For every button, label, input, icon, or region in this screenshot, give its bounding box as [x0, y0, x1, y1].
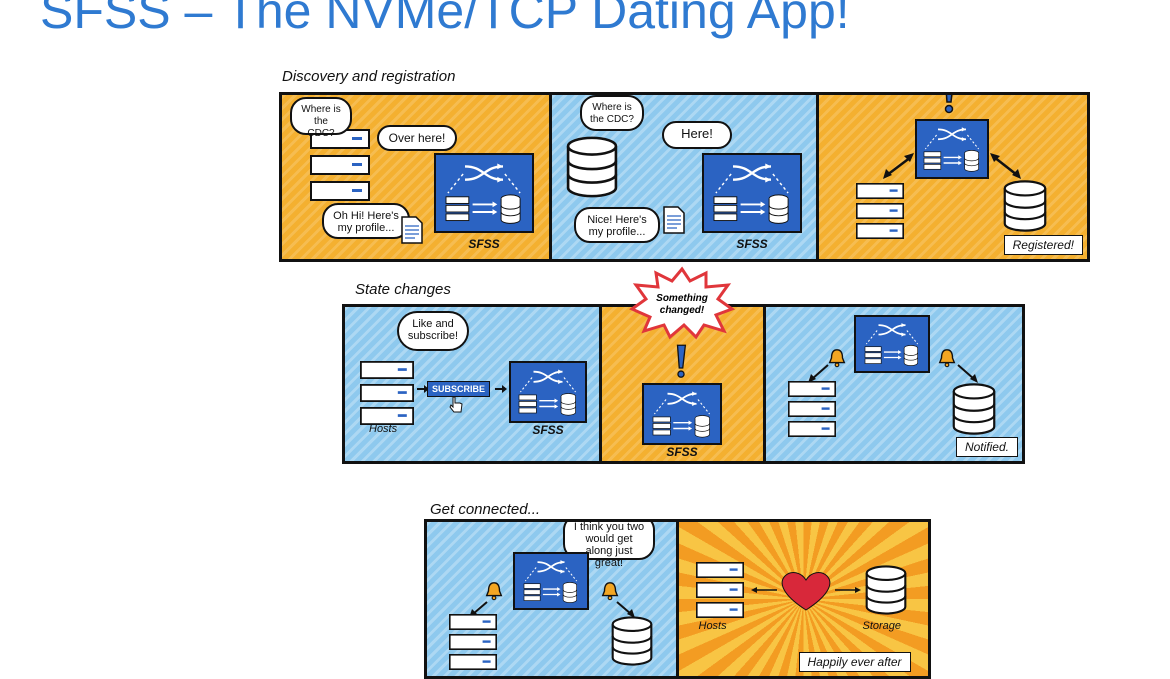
sfss-box	[642, 383, 722, 445]
connection-arrows	[883, 153, 1021, 179]
sfss-label: SFSS	[468, 237, 500, 251]
panel-discovery-2: Where is the CDC? Here! Nice! Here's my …	[552, 95, 816, 259]
exclamation-icon	[676, 344, 687, 378]
database-icon	[566, 136, 618, 198]
sfss-box	[513, 552, 589, 610]
notify-arrows	[808, 364, 978, 383]
status-tag-happily: Happily ever after	[798, 652, 911, 672]
heart-connection	[750, 572, 861, 611]
server-stack-icon	[855, 183, 905, 239]
speech-bubble-question: Where is the CDC?	[580, 95, 644, 131]
section-label-get-connected: Get connected...	[430, 501, 541, 518]
panel-discovery-3: Registered!	[819, 95, 1087, 259]
database-icon	[952, 383, 996, 435]
status-tag-registered: Registered!	[1003, 235, 1083, 255]
comic-strip-discovery: Where is the CDC? Over here! Oh Hi! Here…	[279, 92, 1090, 262]
slide-title: SFSS – The NVMe/TCP Dating App!	[40, 0, 850, 39]
hosts-label: Hosts	[698, 620, 727, 632]
sfss-label: SFSS	[736, 237, 768, 251]
speech-bubble-answer: Over here!	[377, 125, 457, 151]
server-stack-icon	[695, 562, 744, 618]
arrow-icon	[495, 385, 507, 393]
sfss-box	[915, 119, 989, 179]
sfss-label: SFSS	[666, 445, 698, 459]
subscribe-button[interactable]: SUBSCRIBE	[427, 381, 491, 397]
speech-bubble-question: Where is the CDC?	[290, 97, 352, 139]
switch-fabric-icon	[652, 390, 711, 439]
database-icon	[865, 565, 906, 615]
database-icon	[1003, 180, 1047, 232]
sfss-label: SFSS	[532, 423, 564, 437]
panel-connect-1: I think you two would get along just gre…	[427, 522, 676, 676]
server-stack-icon	[359, 361, 415, 425]
burst-text: Something changed!	[656, 293, 708, 316]
status-tag-notified: Notified.	[955, 437, 1018, 457]
speech-bubble-answer: Here!	[662, 121, 732, 149]
hosts-label: Hosts	[369, 423, 398, 435]
document-icon	[401, 216, 423, 244]
section-label-discovery: Discovery and registration	[282, 68, 456, 85]
storage-label: Storage	[862, 620, 902, 632]
document-icon	[663, 206, 685, 234]
server-stack-icon	[787, 381, 837, 437]
sfss-box	[434, 153, 534, 233]
burst-shape	[628, 266, 736, 340]
switch-fabric-icon	[712, 162, 790, 225]
panel-state-2: Something changed! SFSS	[602, 266, 763, 461]
database-icon	[611, 616, 653, 666]
panel-discovery-1: Where is the CDC? Over here! Oh Hi! Here…	[282, 95, 549, 259]
speech-bubble-profile: Nice! Here's my profile...	[574, 207, 660, 243]
server-stack-icon	[448, 614, 498, 670]
sfss-box	[702, 153, 802, 233]
comic-strip-state-changes: Like and subscribe! Hosts SUBSCRIBE SFSS…	[342, 266, 1025, 464]
panel-state-1: Like and subscribe! Hosts SUBSCRIBE SFSS	[345, 307, 599, 461]
sfss-box	[509, 361, 587, 423]
speech-bubble-profile: Oh Hi! Here's my profile...	[322, 203, 410, 239]
heart-icon	[781, 572, 830, 611]
switch-fabric-icon	[518, 368, 577, 417]
hand-cursor-icon	[449, 396, 463, 413]
panel-state-3: Notified.	[766, 307, 1022, 461]
comic-strip-get-connected: I think you two would get along just gre…	[424, 519, 931, 679]
panel-connect-2: Hosts Storage Happily ever after	[678, 522, 928, 676]
section-label-state-changes: State changes	[355, 281, 451, 298]
thought-bubble: Like and subscribe!	[397, 311, 469, 351]
sfss-box	[854, 315, 930, 373]
switch-fabric-icon	[444, 162, 522, 225]
